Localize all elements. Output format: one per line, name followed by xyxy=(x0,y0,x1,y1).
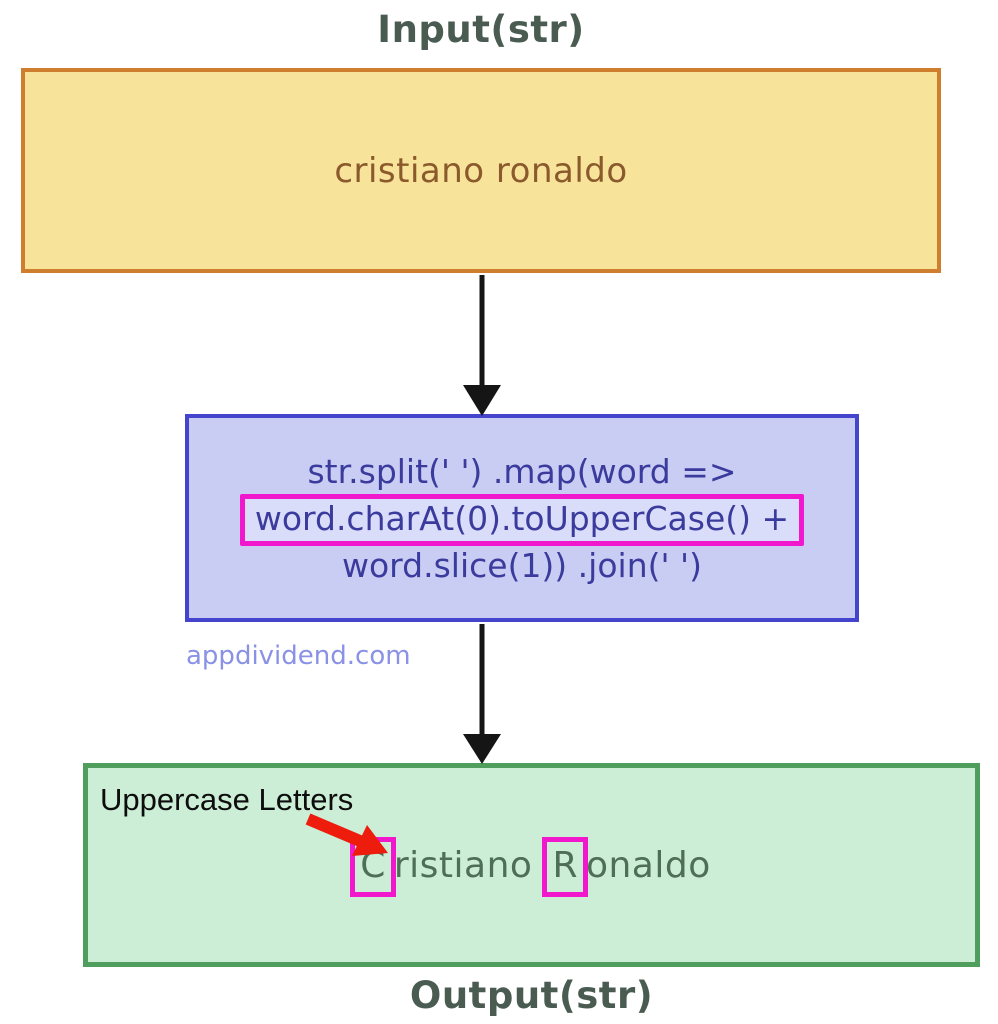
input-value-text: cristiano ronaldo xyxy=(334,150,628,191)
watermark-text: appdividend.com xyxy=(186,641,411,671)
down-arrow-icon xyxy=(463,275,501,416)
down-arrow-icon xyxy=(463,624,501,764)
code-line-2: word.charAt(0).toUpperCase() + xyxy=(239,493,805,546)
process-node: str.split(' ') .map(word => word.charAt(… xyxy=(185,414,859,622)
output-word1-rest: ristiano xyxy=(393,845,533,886)
input-title: Input(str) xyxy=(377,8,585,51)
input-node: cristiano ronaldo xyxy=(21,68,941,273)
output-title: Output(str) xyxy=(409,974,654,1017)
highlight-box-letter-c: C xyxy=(350,837,396,897)
uppercase-letters-label: Uppercase Letters xyxy=(100,782,354,817)
code-highlight-box: word.charAt(0).toUpperCase() + xyxy=(239,493,805,546)
highlight-box-letter-r: R xyxy=(542,837,588,897)
code-line-1: str.split(' ') .map(word => xyxy=(307,451,737,491)
output-word2-rest: onaldo xyxy=(585,845,711,886)
code-line-3: word.slice(1)) .join(' ') xyxy=(341,545,702,585)
